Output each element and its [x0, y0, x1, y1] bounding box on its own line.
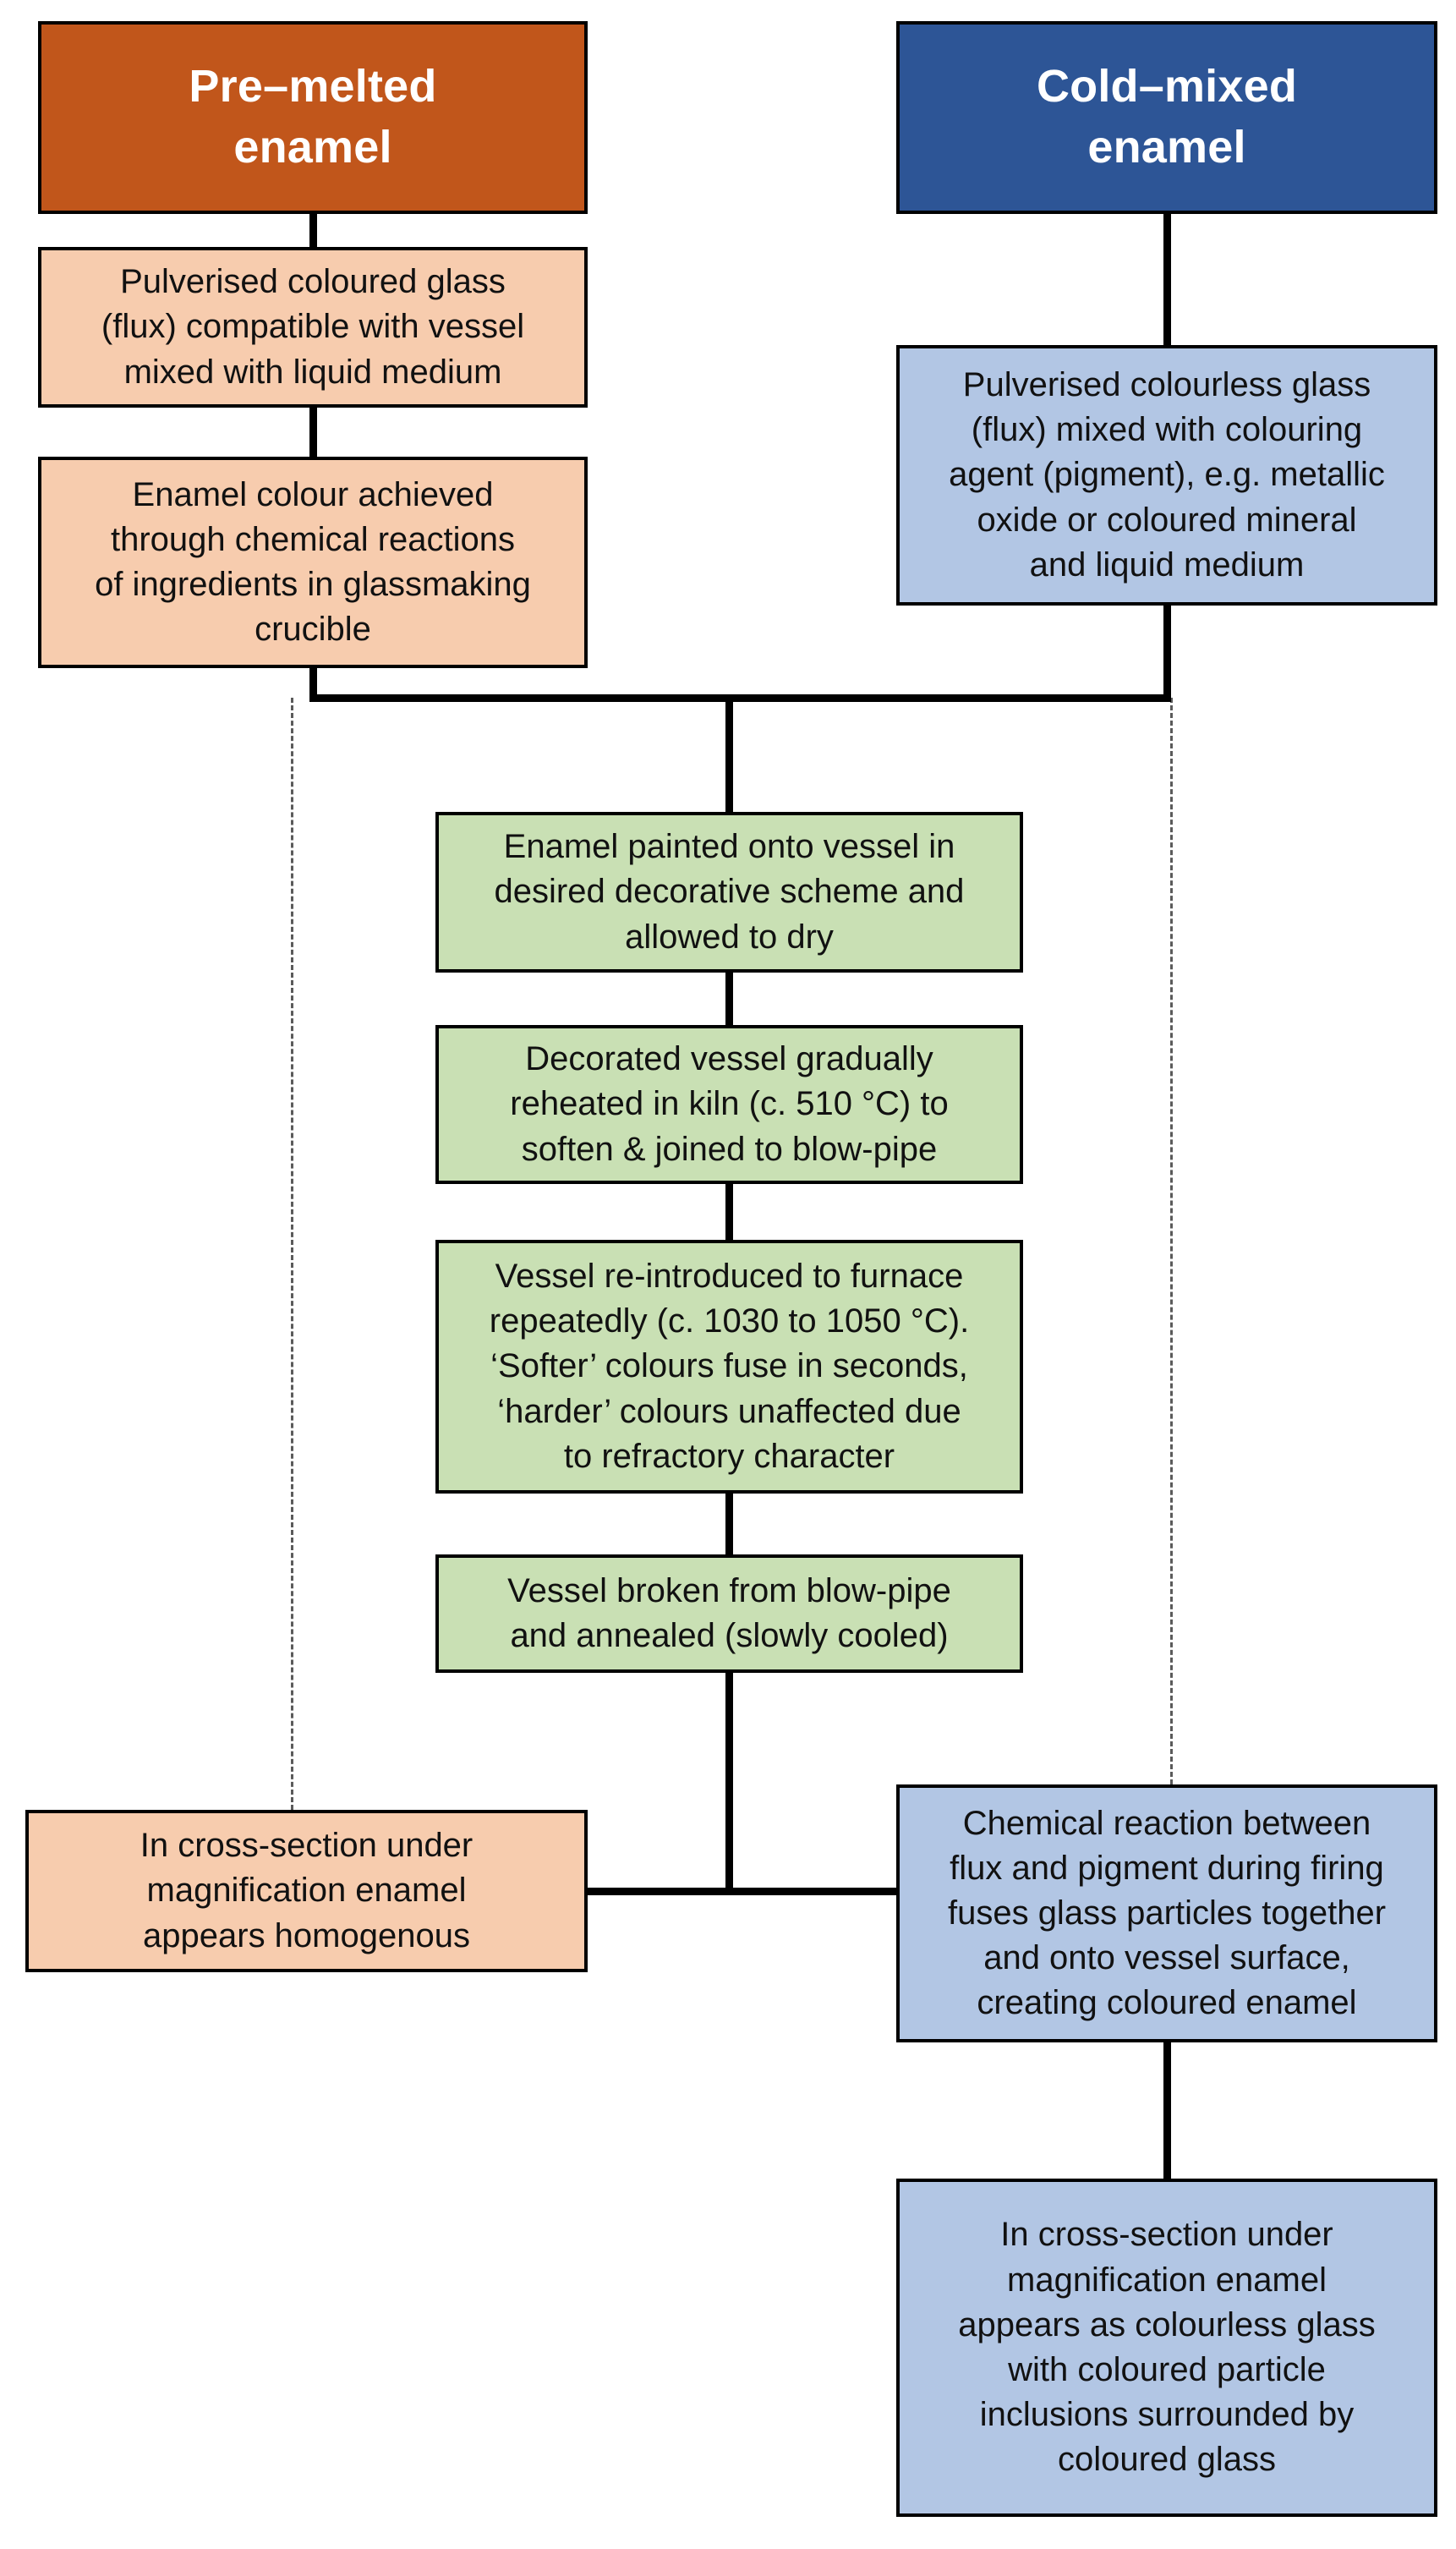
- connector-left-header-to-step1: [309, 214, 317, 247]
- merge-bar-top: [309, 693, 1171, 702]
- node-shared-step-2-label: Decorated vessel gradually reheated in k…: [510, 1040, 949, 1168]
- connector-shared-step1-to-step2: [725, 973, 733, 1025]
- connector-shared-step2-to-step3: [725, 1184, 733, 1240]
- node-left-outcome[interactable]: In cross-section under magnification ena…: [25, 1810, 588, 1972]
- connector-left-step1-to-step2: [309, 408, 317, 457]
- connector-right-header-to-step1: [1163, 214, 1171, 345]
- node-shared-step-4[interactable]: Vessel broken from blow-pipe and anneale…: [435, 1554, 1023, 1673]
- node-right-outcome[interactable]: In cross-section under magnification ena…: [896, 2179, 1437, 2517]
- connector-right-step1-to-merge: [1163, 606, 1171, 698]
- connector-shared-step3-to-step4: [725, 1494, 733, 1554]
- connector-left-step2-to-merge: [309, 668, 317, 698]
- node-left-step-1-label: Pulverised coloured glass (flux) compati…: [101, 263, 525, 391]
- connector-right-reaction-to-outcome: [1163, 2042, 1171, 2179]
- dashed-lane-left: [291, 698, 293, 1810]
- node-left-step-1[interactable]: Pulverised coloured glass (flux) compati…: [38, 247, 588, 408]
- node-shared-step-1[interactable]: Enamel painted onto vessel in desired de…: [435, 812, 1023, 973]
- node-right-reaction-label: Chemical reaction between flux and pigme…: [947, 1804, 1387, 2022]
- node-left-step-2[interactable]: Enamel colour achieved through chemical …: [38, 457, 588, 668]
- connector-shared-step4-to-split: [725, 1673, 733, 1891]
- connector-merge-to-shared-step1: [725, 698, 733, 812]
- node-shared-step-4-label: Vessel broken from blow-pipe and anneale…: [507, 1571, 951, 1654]
- node-shared-step-3-label: Vessel re-introduced to furnace repeated…: [489, 1258, 970, 1475]
- node-left-outcome-label: In cross-section under magnification ena…: [140, 1827, 473, 1954]
- node-shared-step-1-label: Enamel painted onto vessel in desired de…: [494, 828, 965, 956]
- split-bar-bottom: [584, 1887, 900, 1895]
- header-pre-melted-enamel[interactable]: Pre–melted enamel: [38, 21, 588, 214]
- header-cold-mixed-enamel[interactable]: Cold–mixed enamel: [896, 21, 1437, 214]
- dashed-lane-right: [1170, 698, 1173, 1784]
- header-cold-mixed-enamel-label: Cold–mixed enamel: [1036, 61, 1298, 173]
- node-right-step-1[interactable]: Pulverised colourless glass (flux) mixed…: [896, 345, 1437, 606]
- node-right-outcome-label: In cross-section under magnification ena…: [958, 2216, 1376, 2479]
- node-left-step-2-label: Enamel colour achieved through chemical …: [95, 475, 531, 649]
- node-right-reaction[interactable]: Chemical reaction between flux and pigme…: [896, 1784, 1437, 2042]
- header-pre-melted-enamel-label: Pre–melted enamel: [189, 61, 437, 173]
- node-right-step-1-label: Pulverised colourless glass (flux) mixed…: [949, 366, 1385, 584]
- node-shared-step-3[interactable]: Vessel re-introduced to furnace repeated…: [435, 1240, 1023, 1494]
- node-shared-step-2[interactable]: Decorated vessel gradually reheated in k…: [435, 1025, 1023, 1184]
